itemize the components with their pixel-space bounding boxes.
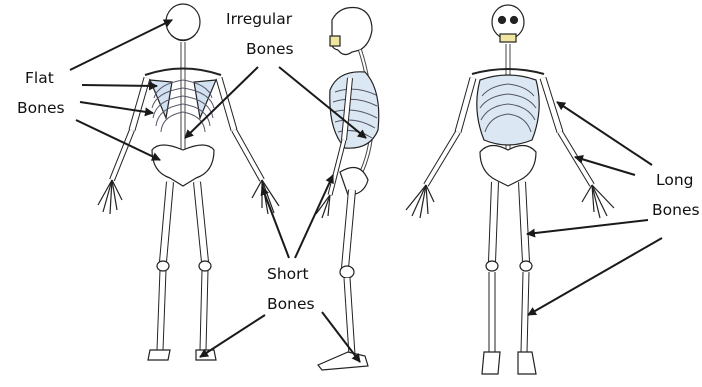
arrow-short-foot-back (200, 315, 265, 357)
foot-side (318, 352, 368, 370)
arrow-short-wrist-side (295, 175, 333, 258)
arrow-long-femur (527, 220, 648, 234)
skull-side (332, 8, 372, 55)
hand-left-front (406, 185, 434, 218)
label-irregular-line1: Irregular (226, 12, 292, 28)
arrow-flat-skull (70, 20, 172, 70)
hand-right-front (582, 185, 614, 218)
label-short-line2: Bones (267, 297, 315, 313)
label-flat-line2: Bones (17, 101, 65, 117)
label-long-line2: Bones (652, 203, 700, 219)
label-long-line1: Long (656, 173, 694, 189)
label-flat-line1: Flat (25, 71, 54, 87)
arrow-flat-scapula (82, 85, 157, 86)
label-short-line1: Short (267, 267, 309, 283)
hand-left-back (98, 180, 122, 214)
arrow-long-tibia (528, 238, 662, 315)
arrow-flat-pelvis (76, 120, 160, 160)
teeth (500, 34, 516, 42)
label-irregular-line2: Bones (246, 42, 294, 58)
pelvis-front (480, 145, 536, 186)
pelvis-back (152, 145, 214, 186)
arrow-short-wrist-back (262, 187, 289, 258)
ribcage-front (477, 75, 539, 145)
skull-back (166, 4, 200, 40)
skeleton-anterior-view (406, 5, 614, 374)
